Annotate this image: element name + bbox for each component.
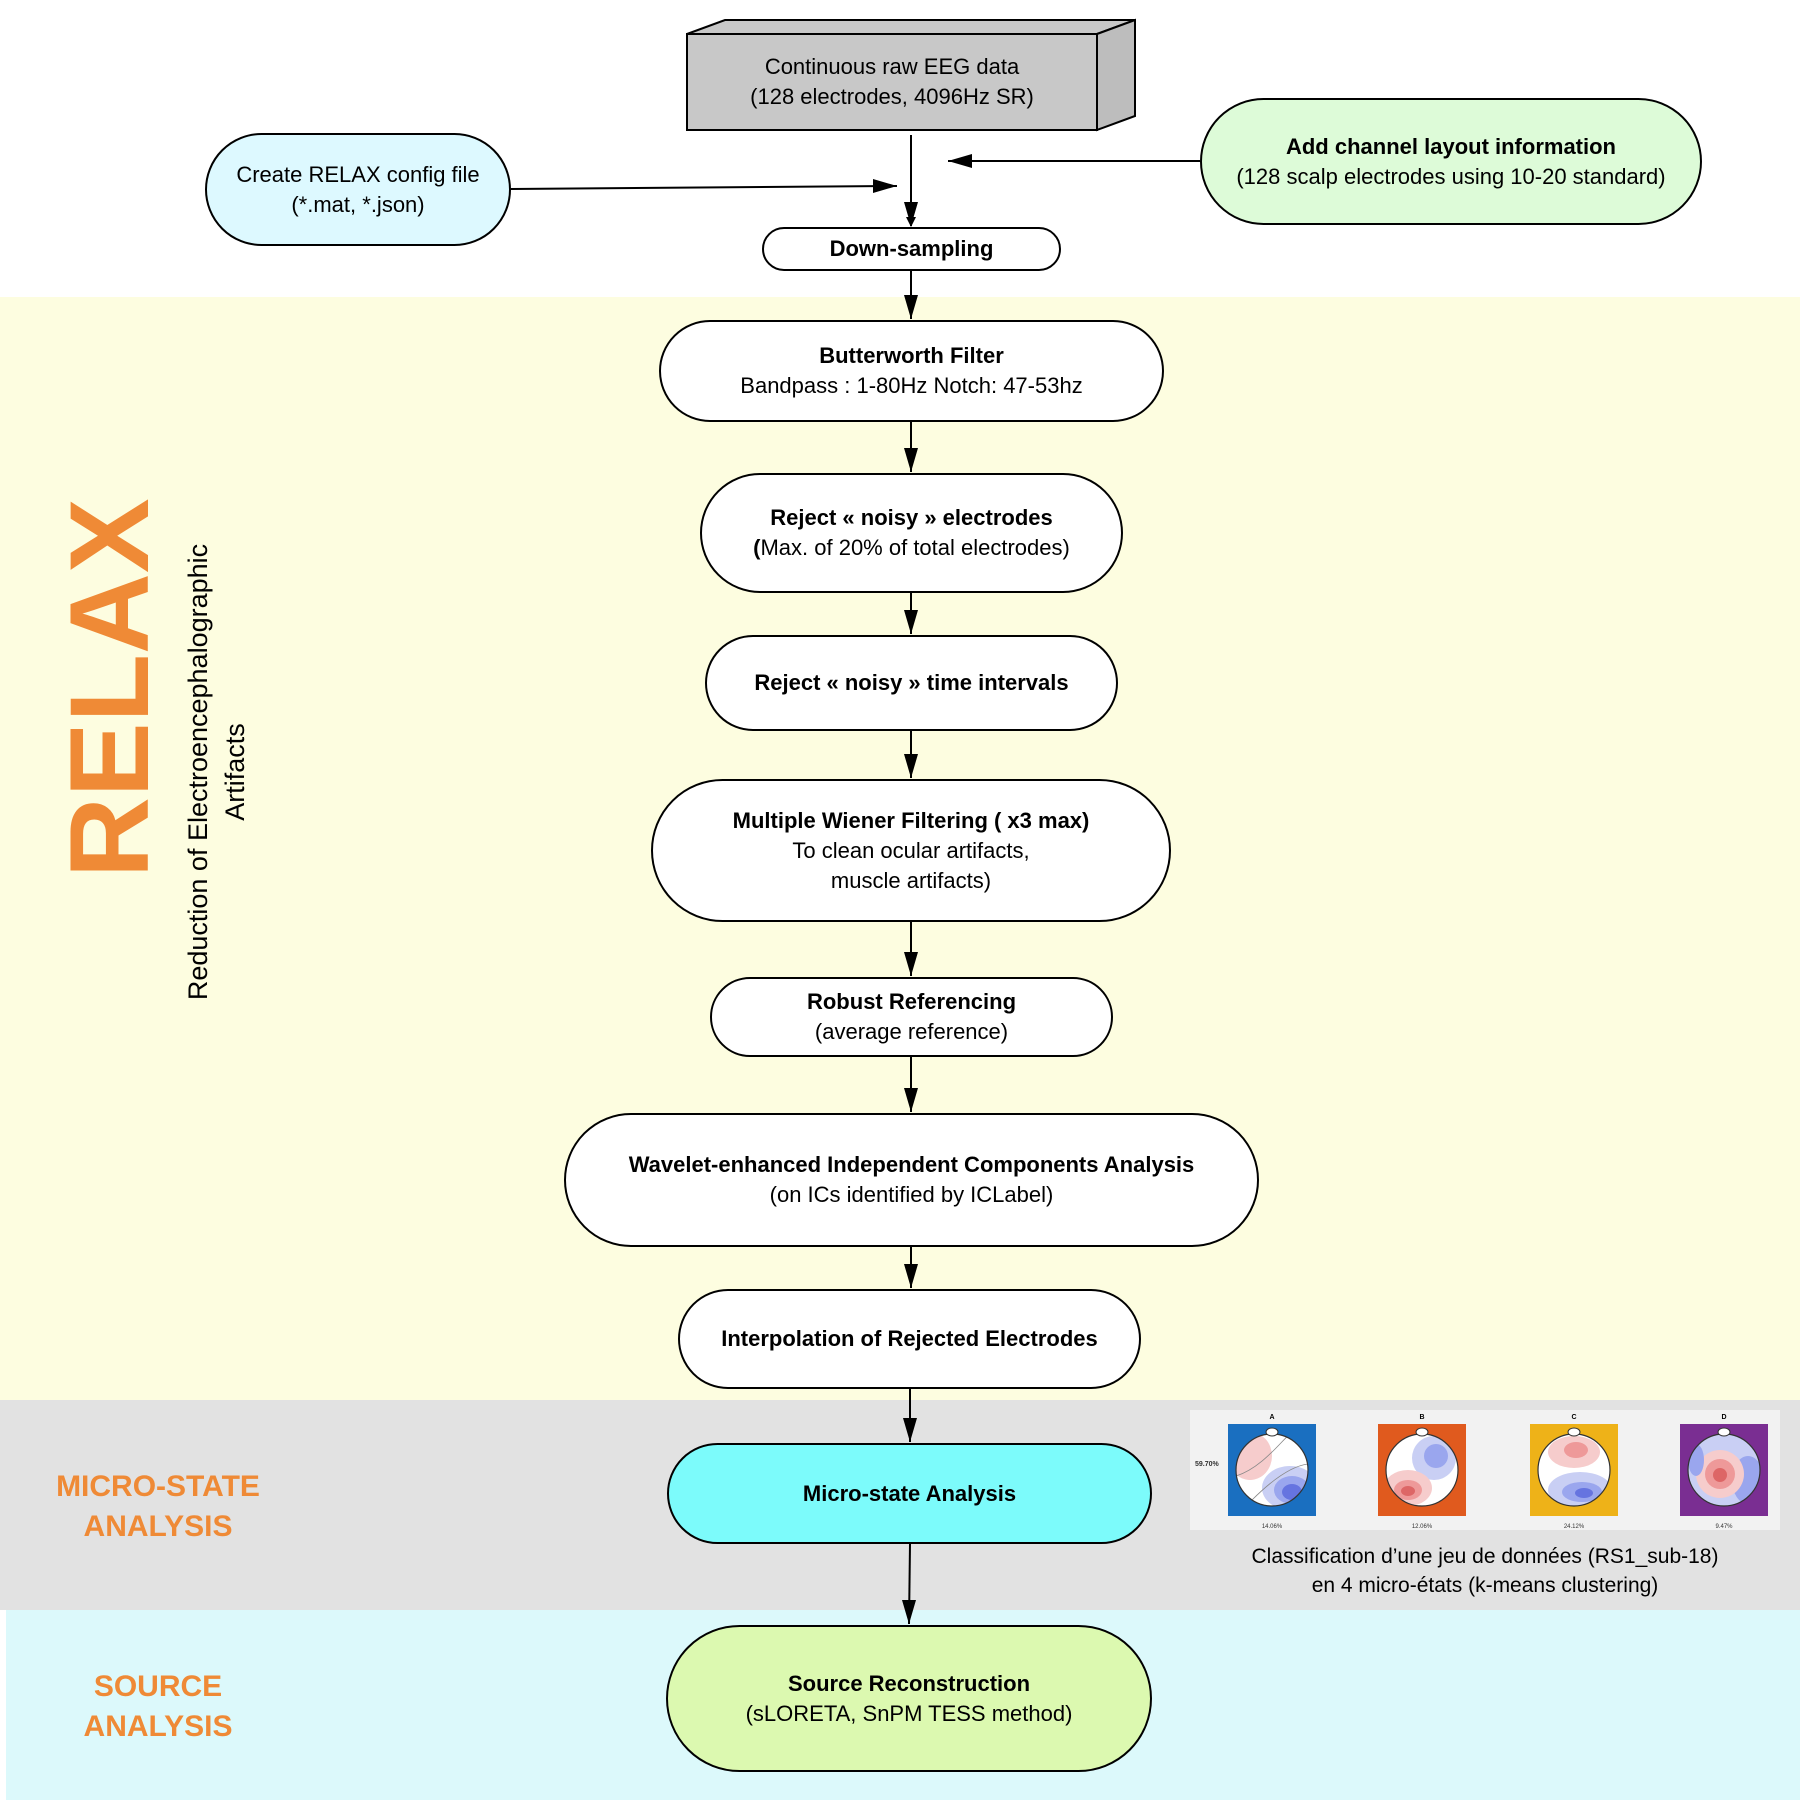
arrow-config-to-flow xyxy=(510,185,898,190)
arrowhead-electrodes xyxy=(904,448,918,472)
reject-intervals-title: Reject « noisy » time intervals xyxy=(754,670,1069,695)
microstate-section-label: MICRO-STATE ANALYSIS xyxy=(48,1467,268,1547)
raw-data-line2: (128 electrodes, 4096Hz SR) xyxy=(750,84,1034,109)
referencing-node: Robust Referencing (average reference) xyxy=(710,977,1113,1057)
map-b: B 12.06% xyxy=(1378,1414,1466,1530)
map-d-percent: 9.47% xyxy=(1715,1524,1733,1530)
source-section-label: SOURCE ANALYSIS xyxy=(48,1667,268,1747)
map-a-letter: A xyxy=(1269,1414,1274,1421)
map-a: A 14.06% xyxy=(1228,1414,1316,1530)
maps-caption-line2: en 4 micro-états (k-means clustering) xyxy=(1311,1574,1659,1597)
interpolation-node: Interpolation of Rejected Electrodes xyxy=(678,1289,1141,1389)
source-section-line2: ANALYSIS xyxy=(83,1710,233,1743)
microstate-maps-figure: 59.70% A 14.06% B xyxy=(1190,1410,1780,1530)
config-node: Create RELAX config file (*.mat, *.json) xyxy=(205,133,511,246)
reject-electrodes-paren: ( xyxy=(753,535,761,560)
arrowhead-config xyxy=(873,179,897,193)
map-c-percent: 24.12% xyxy=(1564,1524,1585,1530)
source-title: Source Reconstruction xyxy=(787,1670,1031,1696)
map-b-percent: 12.06% xyxy=(1412,1524,1433,1530)
config-line2: (*.mat, *.json) xyxy=(291,191,425,217)
wica-title: Wavelet-enhanced Independent Components … xyxy=(628,1152,1195,1177)
microstate-node: Micro-state Analysis xyxy=(667,1443,1152,1544)
butterworth-node: Butterworth Filter Bandpass : 1-80Hz Not… xyxy=(659,320,1164,422)
raw-data-box xyxy=(686,18,1136,132)
raw-data-label: Continuous raw EEG data (128 electrodes,… xyxy=(687,34,1097,130)
wiener-line3: muscle artifacts) xyxy=(830,867,992,893)
referencing-line2: (average reference) xyxy=(814,1019,1009,1044)
reject-intervals-node: Reject « noisy » time intervals xyxy=(705,635,1118,731)
arrowhead-butterworth xyxy=(904,295,918,319)
arrowhead-interpolation xyxy=(904,1264,918,1288)
map-b-letter: B xyxy=(1419,1414,1424,1421)
source-node: Source Reconstruction (sLORETA, SnPM TES… xyxy=(666,1625,1152,1772)
map-a-percent: 14.06% xyxy=(1262,1524,1283,1530)
wiener-line2: To clean ocular artifacts, xyxy=(792,837,1030,863)
arrowhead-source xyxy=(902,1600,916,1624)
downsampling-node: Down-sampling xyxy=(762,227,1061,271)
channel-title: Add channel layout information xyxy=(1285,133,1616,159)
map-c: C 24.12% xyxy=(1530,1414,1618,1530)
arrowhead-intervals xyxy=(904,610,918,634)
maps-caption: Classification d’une jeu de données (RS1… xyxy=(1190,1542,1780,1600)
source-section-line1: SOURCE xyxy=(93,1670,223,1703)
maps-caption-line1: Classification d’une jeu de données (RS1… xyxy=(1251,1545,1719,1568)
reject-electrodes-line2: Max. of 20% of total electrodes) xyxy=(760,535,1070,560)
microstate-title: Micro-state Analysis xyxy=(802,1480,1017,1506)
microstate-section-line2: ANALYSIS xyxy=(83,1510,233,1543)
channel-layout-node: Add channel layout information (128 scal… xyxy=(1200,98,1702,225)
referencing-title: Robust Referencing xyxy=(806,989,1017,1014)
wica-node: Wavelet-enhanced Independent Components … xyxy=(564,1113,1259,1247)
arrowhead-referencing xyxy=(904,952,918,976)
config-line1: Create RELAX config file xyxy=(236,161,480,187)
butterworth-line2: Bandpass : 1-80Hz Notch: 47-53hz xyxy=(740,373,1083,398)
channel-line2: (128 scalp electrodes using 10-20 standa… xyxy=(1236,163,1666,189)
source-line2: (sLORETA, SnPM TESS method) xyxy=(745,1700,1073,1726)
arrowhead-wica xyxy=(904,1088,918,1112)
raw-data-line1: Continuous raw EEG data xyxy=(764,54,1020,79)
wica-line2: (on ICs identified by ICLabel) xyxy=(769,1182,1054,1207)
map-d-letter: D xyxy=(1721,1414,1726,1421)
reject-electrodes-title: Reject « noisy » electrodes xyxy=(770,505,1053,530)
arrowhead-downsampling xyxy=(904,202,918,226)
interpolation-title: Interpolation of Rejected Electrodes xyxy=(721,1326,1098,1351)
wiener-title: Multiple Wiener Filtering ( x3 max) xyxy=(732,807,1090,833)
reject-electrodes-line2-wrap: (Max. of 20% of total electrodes) xyxy=(753,533,1070,563)
arrowhead-channel xyxy=(948,154,972,168)
map-d: D 9.47% xyxy=(1680,1414,1768,1530)
butterworth-title: Butterworth Filter xyxy=(819,343,1004,368)
downsampling-title: Down-sampling xyxy=(829,236,994,261)
arrowhead-microstate xyxy=(903,1418,917,1442)
maps-total-label: 59.70% xyxy=(1195,1461,1220,1468)
arrowhead-wiener xyxy=(904,754,918,778)
map-c-letter: C xyxy=(1571,1414,1576,1421)
reject-electrodes-node: Reject « noisy » electrodes (Max. of 20%… xyxy=(700,473,1123,593)
wiener-node: Multiple Wiener Filtering ( x3 max) To c… xyxy=(651,779,1171,922)
microstate-section-line1: MICRO-STATE xyxy=(56,1470,260,1503)
